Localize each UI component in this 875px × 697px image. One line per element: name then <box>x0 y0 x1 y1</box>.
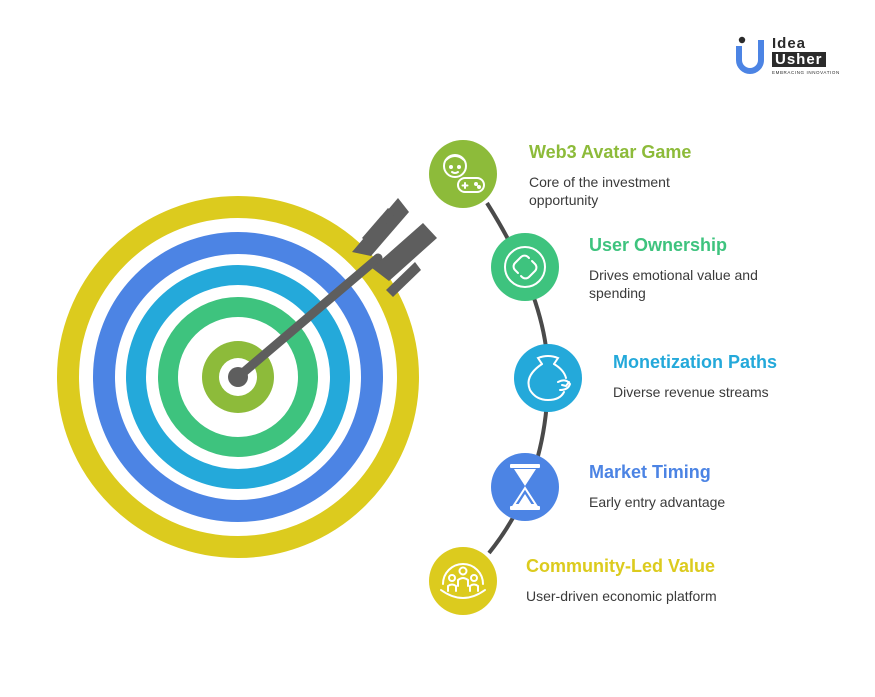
brand-line1: Idea <box>772 35 807 52</box>
hourglass-icon <box>510 464 540 510</box>
item-title: User Ownership <box>589 235 728 255</box>
item-desc: Drives emotional value and spending <box>589 267 758 301</box>
item-3-badge <box>514 344 582 412</box>
item-title: Web3 Avatar Game <box>529 142 692 162</box>
link-ownership-icon <box>504 246 546 288</box>
item-title: Community-Led Value <box>526 556 716 576</box>
item-desc: Diverse revenue streams <box>613 384 769 400</box>
item-desc: Early entry advantage <box>589 494 726 510</box>
item-desc: User-driven economic platform <box>526 588 717 604</box>
item-monetization-paths: Monetization Paths Diverse revenue strea… <box>613 351 853 401</box>
item-title: Market Timing <box>589 462 711 482</box>
item-web3-avatar-game: Web3 Avatar Game Core of the investment … <box>529 141 769 209</box>
target-ring-outer <box>57 196 419 558</box>
idea-usher-logo-icon <box>736 36 764 74</box>
target-ring-4 <box>158 297 318 457</box>
brand-tagline: EMBRACING INNOVATION <box>772 70 840 75</box>
item-community-led-value: Community-Led Value User-driven economic… <box>526 555 786 605</box>
item-title: Monetization Paths <box>613 352 778 372</box>
money-bag-icon <box>527 355 572 402</box>
item-5-badge <box>429 547 497 615</box>
brand-line2: Usher <box>772 52 826 67</box>
target-ring-3 <box>126 265 350 489</box>
gamer-avatar-icon <box>443 154 485 193</box>
item-user-ownership: User Ownership Drives emotional value an… <box>589 234 829 302</box>
item-market-timing: Market Timing Early entry advantage <box>589 461 829 511</box>
arrow-icon <box>228 198 437 387</box>
community-icon <box>440 563 486 599</box>
item-2-badge <box>491 233 559 301</box>
target-ring-2 <box>93 232 383 522</box>
item-desc: Core of the investment opportunity <box>529 174 670 208</box>
